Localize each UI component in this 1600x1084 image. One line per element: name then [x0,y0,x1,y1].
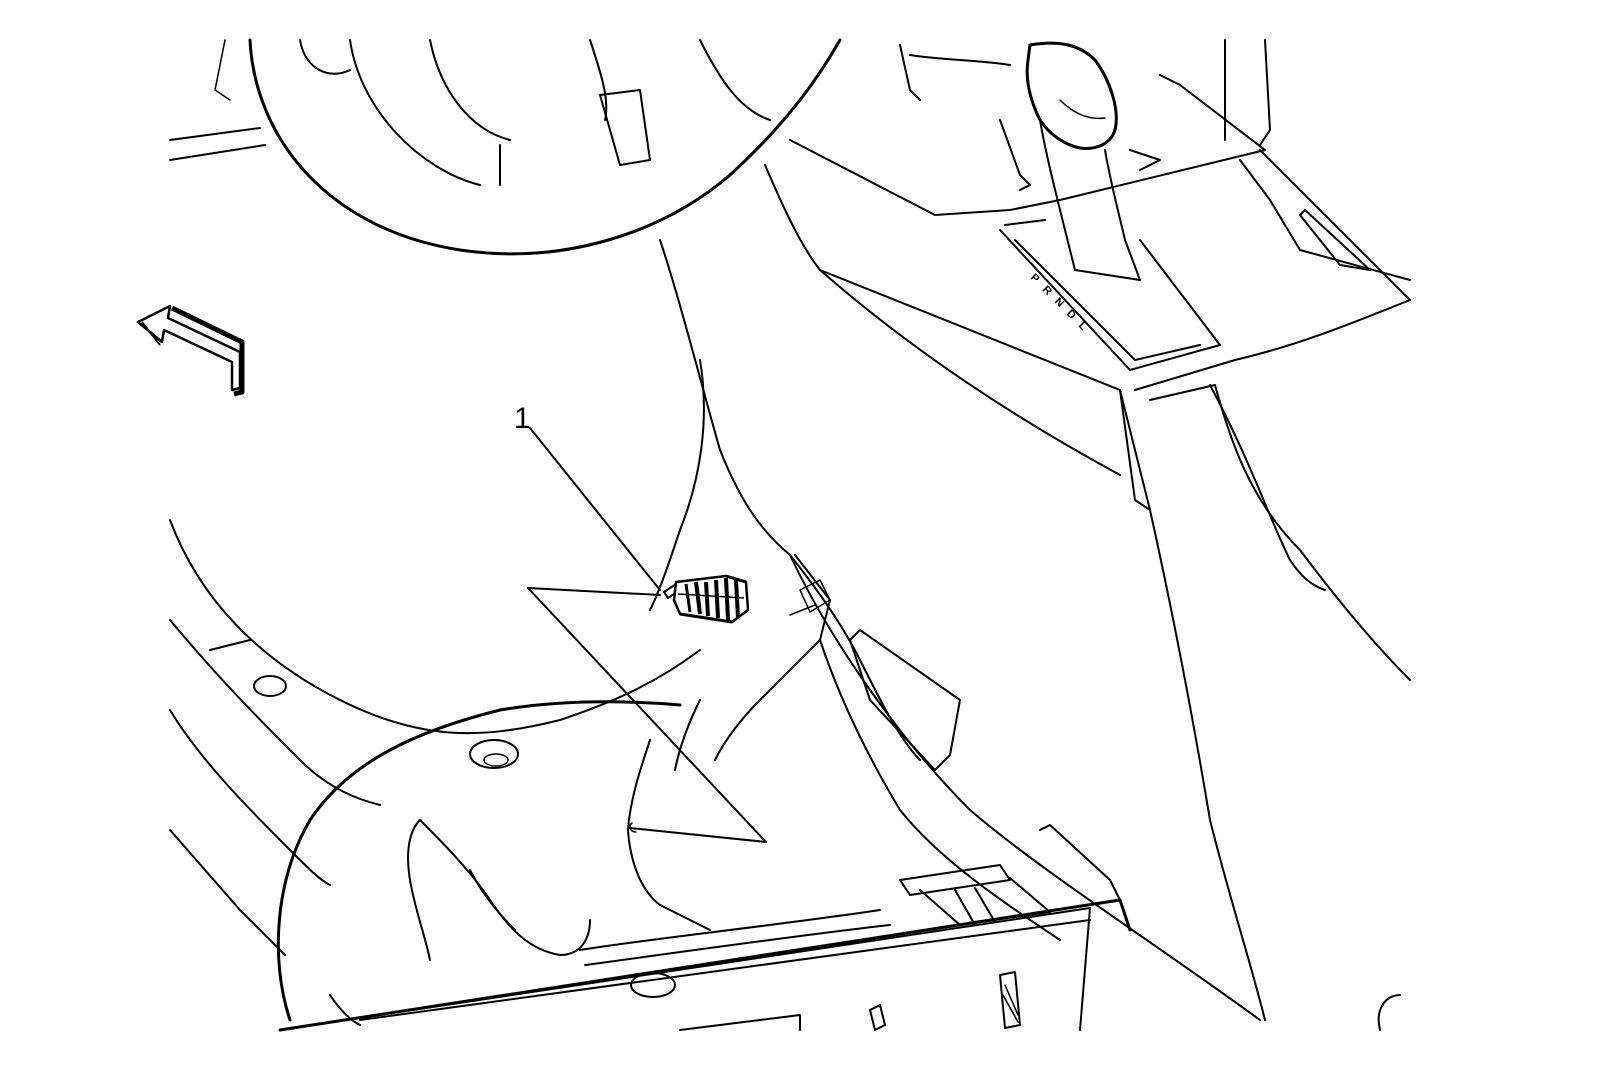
center-console [764,39,1411,681]
gear-letter-p: P [1028,272,1042,286]
seat-base [276,699,711,1026]
seat-rail [278,824,1401,1032]
floor-contours [169,519,701,956]
shift-lever [1025,41,1141,281]
gear-letter-l: L [1076,320,1089,333]
lower-dash-panel [649,239,1266,1021]
callout-1-leader [529,427,661,591]
view-indicator [527,587,767,843]
gear-letter-d: D [1064,308,1078,322]
gear-indicator: P R N D L [1028,272,1089,333]
steering-wheel [214,38,842,256]
callout-1-label: 1 [514,402,531,435]
electrical-connector-icon [662,574,750,624]
dash-edge [169,127,266,161]
forward-arrow-icon [136,304,245,397]
